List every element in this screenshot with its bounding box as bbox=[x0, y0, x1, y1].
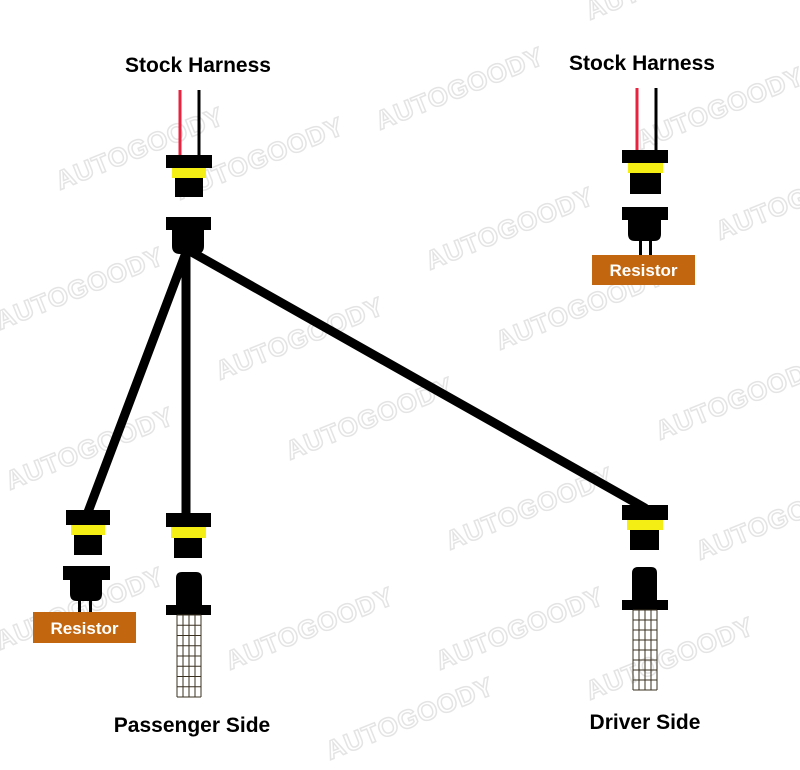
watermark-text: AUTOGOODY bbox=[371, 41, 548, 136]
passenger-side-label: Passenger Side bbox=[114, 714, 270, 737]
watermark-text: AUTOGOODY bbox=[581, 0, 758, 26]
watermark-text: AUTOGOODY bbox=[691, 471, 800, 566]
watermark-text: AUTOGOODY bbox=[0, 241, 168, 336]
watermark-text: AUTOGOODY bbox=[321, 671, 498, 766]
resistor-box bbox=[592, 255, 695, 285]
driver-side-label: Driver Side bbox=[590, 711, 701, 734]
passenger-resistor-branch: Resistor bbox=[33, 510, 136, 643]
watermark-text: AUTOGOODY bbox=[1, 401, 178, 496]
resistor-label: Resistor bbox=[609, 261, 677, 280]
watermark-text: AUTOGOODY bbox=[211, 291, 388, 386]
stock-harness-right-label: Stock Harness bbox=[569, 52, 715, 75]
watermark-text: AUTOGOODY bbox=[651, 351, 800, 446]
harness-cables bbox=[83, 245, 650, 520]
stock-harness-left bbox=[166, 90, 212, 197]
watermark-text: AUTOGOODY bbox=[221, 581, 398, 676]
stock-harness-right: Resistor bbox=[592, 88, 695, 285]
resistor-label: Resistor bbox=[50, 619, 118, 638]
watermark-text: AUTOGOODY bbox=[711, 151, 800, 246]
stock-harness-left-label: Stock Harness bbox=[125, 54, 271, 77]
resistor-box bbox=[33, 612, 136, 643]
harness-female-connector bbox=[166, 217, 211, 254]
bulb-mesh bbox=[632, 609, 658, 691]
driver-bulb-branch bbox=[622, 505, 668, 691]
passenger-bulb-branch bbox=[166, 513, 211, 698]
watermark-text: AUTOGOODY bbox=[421, 181, 598, 276]
watermark-text: AUTOGOODY bbox=[431, 581, 608, 676]
watermark-text: AUTOGOODY bbox=[581, 611, 758, 706]
bulb-mesh bbox=[176, 614, 202, 698]
